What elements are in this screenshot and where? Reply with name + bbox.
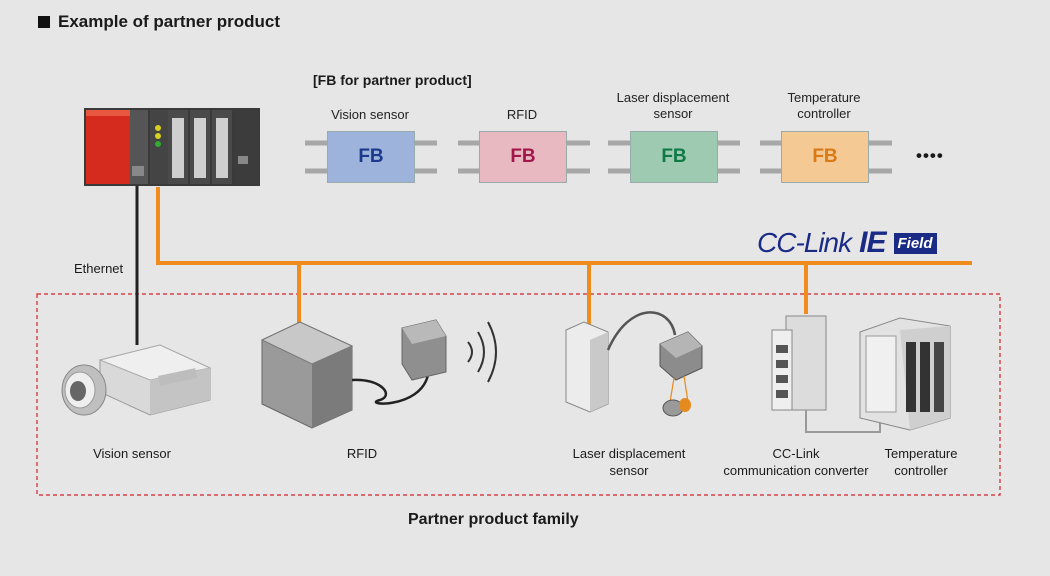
fb-label-rfid: RFID — [506, 107, 538, 122]
rfid-image — [260, 319, 497, 429]
cclink-logo-text: CC-Link — [757, 227, 852, 258]
plc-rack-image — [84, 108, 260, 186]
cclink-bus — [156, 187, 972, 325]
device-label-laser: Laser displacement sensor — [572, 446, 686, 478]
fb-block-vision: FB — [327, 131, 415, 183]
square-bullet-icon — [38, 16, 50, 28]
partner-family-box — [36, 293, 1001, 496]
fb-label-laser: Laser displacement sensor — [616, 90, 730, 121]
cclink-ie-field-logo: CC-Link IE Field — [757, 226, 937, 260]
converter-image — [771, 315, 827, 411]
fb-block-laser: FB — [630, 131, 718, 183]
laser-sensor-image — [565, 311, 703, 417]
page-heading: Example of partner product — [38, 12, 280, 32]
fb-section-title: [FB for partner product] — [313, 72, 472, 88]
partner-family-label: Partner product family — [408, 511, 579, 528]
fb-block-temperature: FB — [781, 131, 869, 183]
device-label-rfid: RFID — [346, 446, 378, 461]
cclink-logo-field: Field — [893, 232, 937, 254]
device-label-vision: Vision sensor — [93, 446, 171, 461]
device-label-converter: CC-Link communication converter — [723, 446, 869, 478]
cclink-logo-ie: IE — [859, 226, 886, 259]
device-label-temperature: Temperature controller — [884, 446, 958, 478]
ethernet-label: Ethernet — [74, 261, 124, 276]
fb-label-temperature: Temperature controller — [787, 90, 861, 121]
fb-block-rfid: FB — [479, 131, 567, 183]
page-heading-text: Example of partner product — [58, 12, 280, 31]
more-fb-ellipsis: •••• — [916, 146, 944, 165]
vision-sensor-image — [61, 344, 212, 416]
temperature-controller-image — [859, 317, 951, 431]
fb-label-vision: Vision sensor — [331, 107, 409, 122]
